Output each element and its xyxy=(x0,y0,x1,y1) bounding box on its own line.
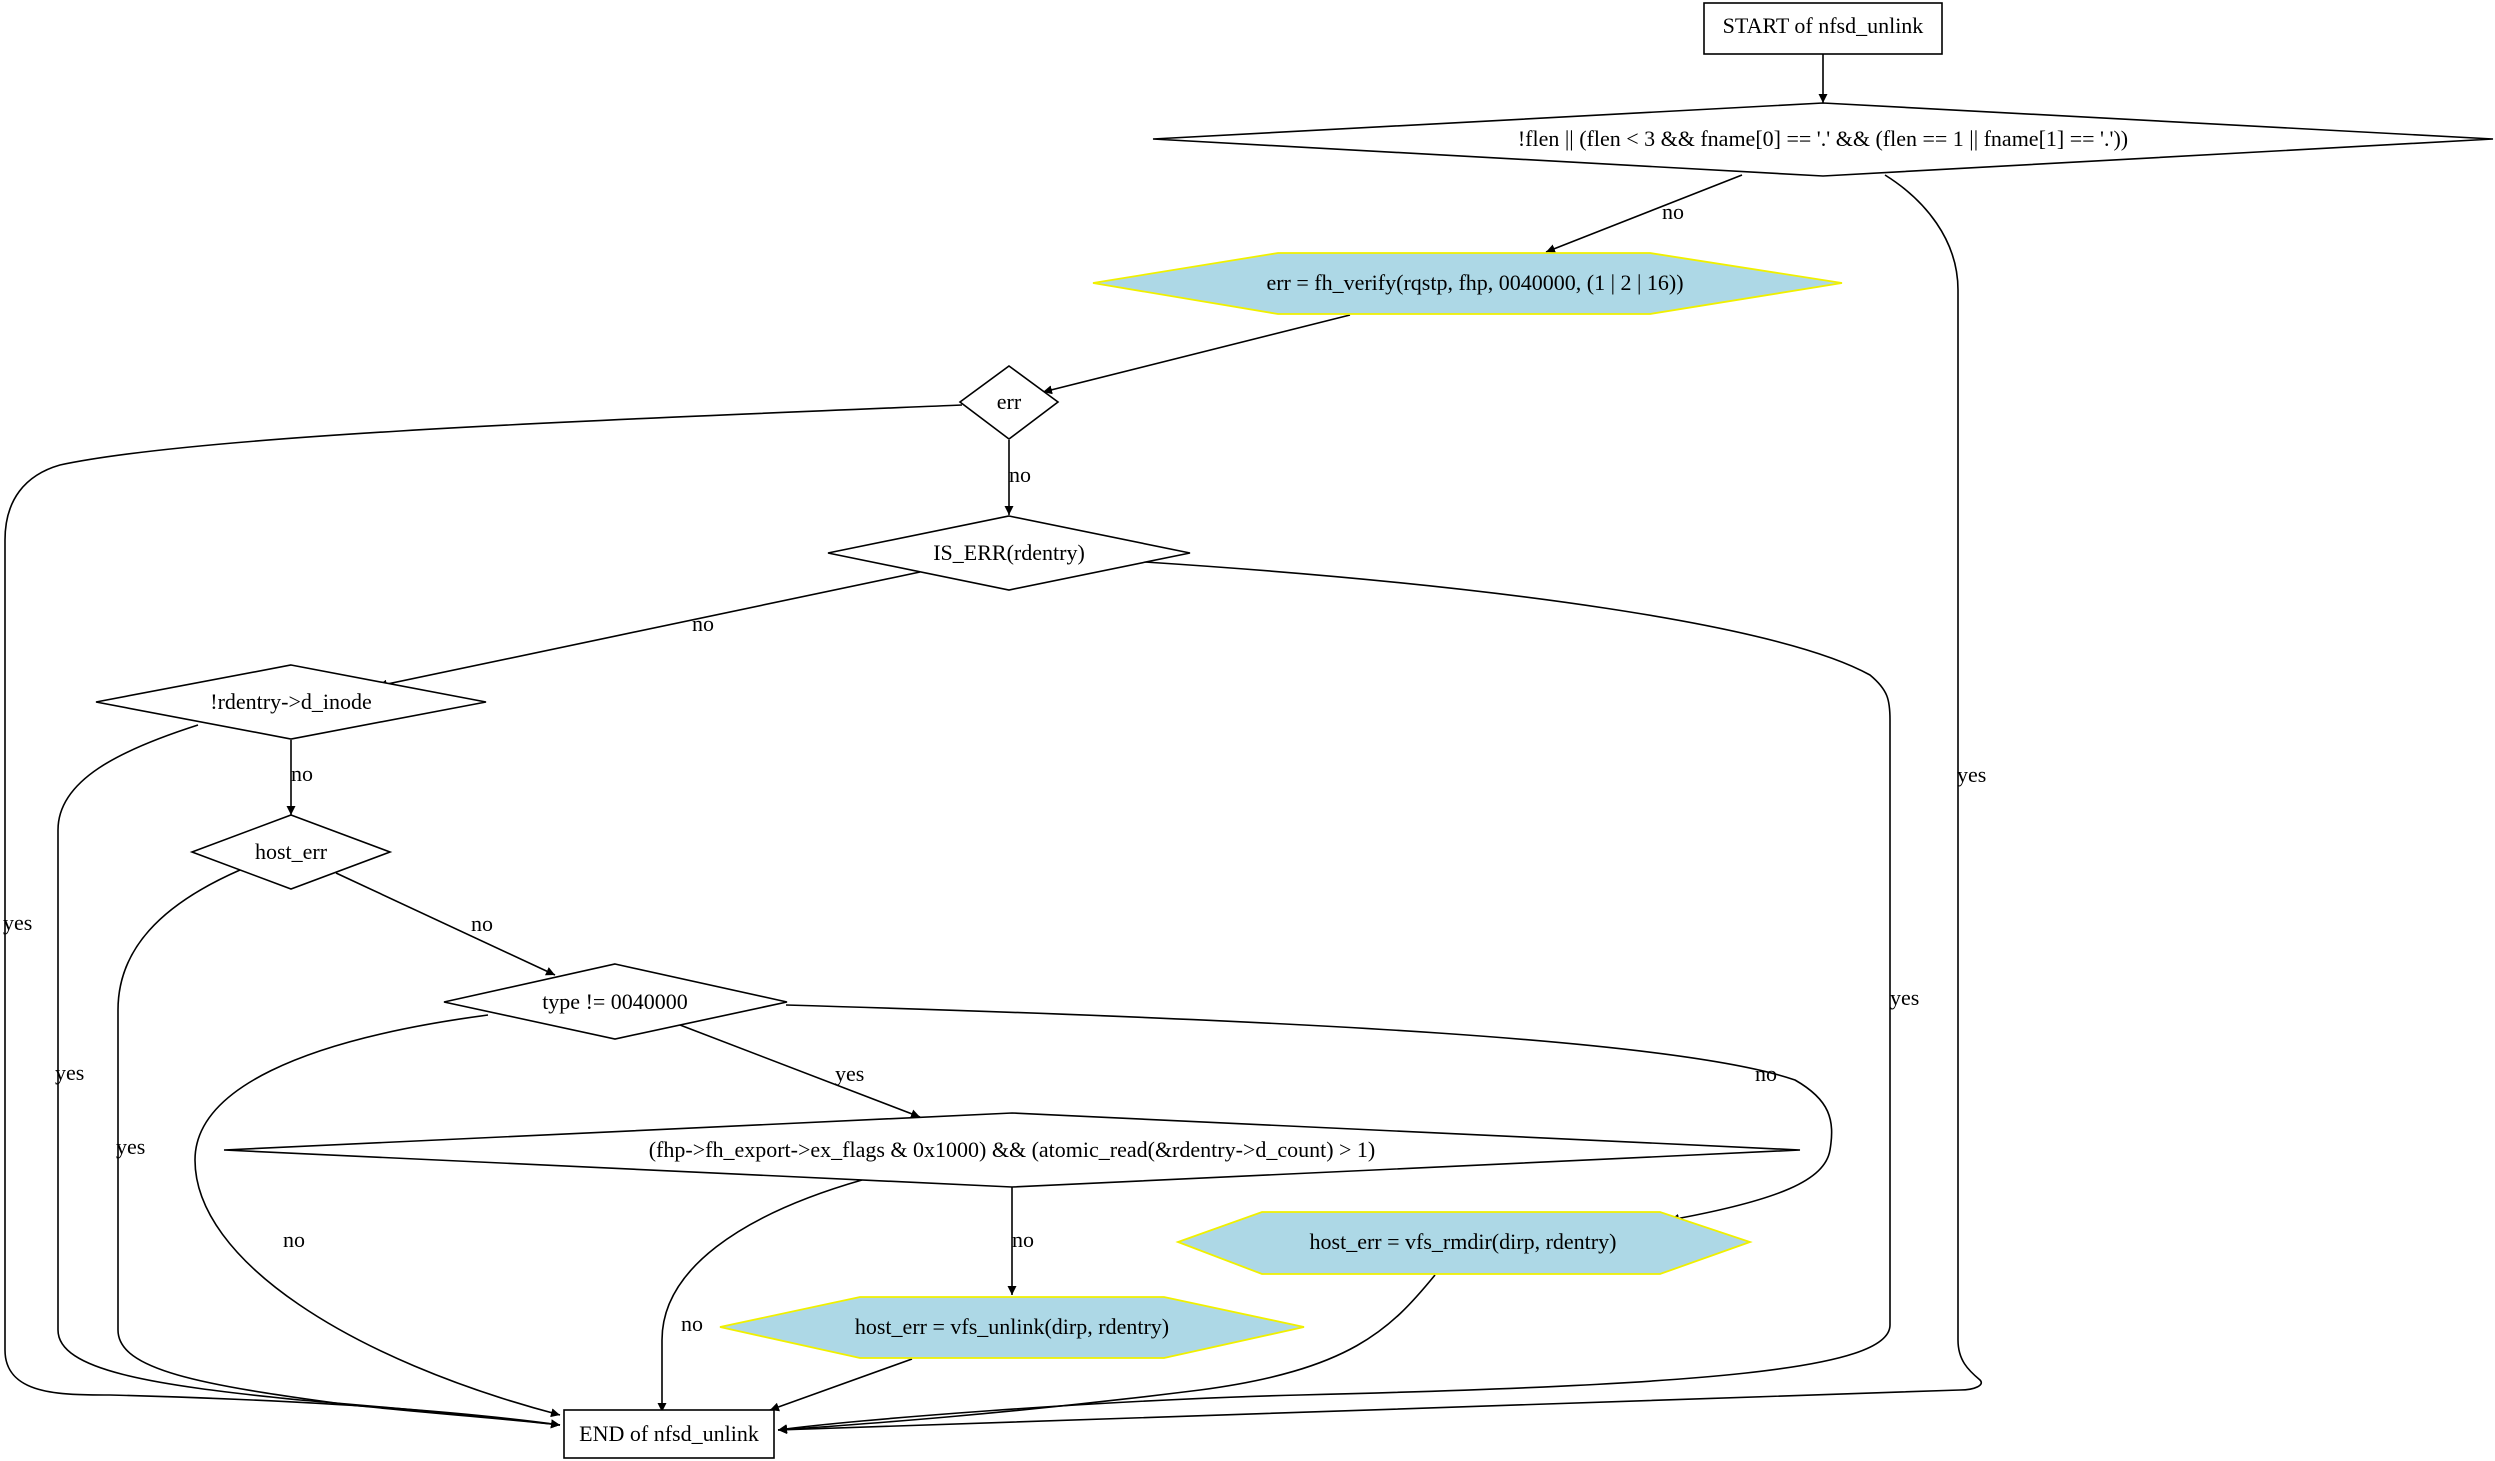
label-host-err-yes: yes xyxy=(116,1134,145,1159)
nodes: START of nfsd_unlink !flen || (flen < 3 … xyxy=(95,2,2494,1459)
node-end: END of nfsd_unlink xyxy=(563,1409,775,1459)
edge-host-err-yes-to-end xyxy=(117,869,561,1429)
node-cond-type-label: type != 0040000 xyxy=(542,989,688,1014)
edges xyxy=(4,54,1982,1435)
edge-flen-no-to-fh-verify xyxy=(1545,174,1743,253)
label-type-yes: yes xyxy=(835,1061,864,1086)
node-start: START of nfsd_unlink xyxy=(1703,2,1943,55)
node-cond-is-err-label: IS_ERR(rdentry) xyxy=(933,540,1085,565)
node-cond-host-err-label: host_err xyxy=(255,839,328,864)
edge-host-err-no-to-type xyxy=(335,872,556,976)
edge-type-no-to-rmdir xyxy=(785,1004,1833,1223)
label-type-no: no xyxy=(1755,1061,1777,1086)
node-cond-err: err xyxy=(958,365,1060,441)
edge-labels: no yes no yes no yes no yes no yes yes n… xyxy=(3,199,1986,1336)
node-cond-host-err: host_err xyxy=(189,814,393,890)
edge-rmdir-to-end xyxy=(777,1274,1436,1434)
node-vfs-unlink: host_err = vfs_unlink(dirp, rdentry) xyxy=(719,1296,1305,1359)
edge-type-yes-to-flags xyxy=(679,1024,921,1118)
label-flen-no: no xyxy=(1662,199,1684,224)
node-cond-flen: !flen || (flen < 3 && fname[0] == '.' &&… xyxy=(1152,102,2494,177)
node-fh-verify: err = fh_verify(rqstp, fhp, 0040000, (1 … xyxy=(1092,252,1843,315)
edge-is-err-no-to-d-inode xyxy=(377,571,921,689)
node-vfs-unlink-label: host_err = vfs_unlink(dirp, rdentry) xyxy=(855,1314,1169,1339)
node-cond-d-inode: !rdentry->d_inode xyxy=(95,664,487,740)
label-flags-no: no xyxy=(1012,1227,1034,1252)
fh-verify-shape xyxy=(1092,252,1843,315)
node-cond-flags-label: (fhp->fh_export->ex_flags & 0x1000) && (… xyxy=(649,1137,1376,1162)
edge-err-yes-to-end xyxy=(4,404,963,1429)
edge-type-no-to-end xyxy=(194,1014,561,1418)
edge-flags-no-to-end xyxy=(657,1179,863,1412)
node-cond-flen-label: !flen || (flen < 3 && fname[0] == '.' &&… xyxy=(1518,126,2128,151)
vfs-rmdir-shape xyxy=(1175,1211,1753,1275)
edge-d-inode-yes-to-end xyxy=(57,724,561,1429)
node-cond-d-inode-label: !rdentry->d_inode xyxy=(210,689,371,714)
node-cond-err-label: err xyxy=(997,389,1022,414)
edge-fh-verify-to-err xyxy=(1042,314,1351,395)
label-err-no: no xyxy=(1009,462,1031,487)
node-cond-flags: (fhp->fh_export->ex_flags & 0x1000) && (… xyxy=(223,1112,1801,1188)
node-vfs-rmdir-label: host_err = vfs_rmdir(dirp, rdentry) xyxy=(1310,1229,1617,1254)
node-cond-type: type != 0040000 xyxy=(443,963,788,1040)
node-end-label: END of nfsd_unlink xyxy=(579,1421,759,1446)
label-err-yes: yes xyxy=(3,910,32,935)
label-is-err-no: no xyxy=(692,611,714,636)
node-fh-verify-label: err = fh_verify(rqstp, fhp, 0040000, (1 … xyxy=(1266,270,1683,295)
label-flags-end-no: no xyxy=(681,1311,703,1336)
edge-unlink-to-end xyxy=(769,1358,913,1412)
label-is-err-yes: yes xyxy=(1890,985,1919,1010)
node-cond-is-err: IS_ERR(rdentry) xyxy=(827,515,1191,591)
label-d-inode-yes: yes xyxy=(55,1060,84,1085)
node-start-label: START of nfsd_unlink xyxy=(1723,13,1924,38)
label-flen-yes: yes xyxy=(1957,762,1986,787)
node-vfs-rmdir: host_err = vfs_rmdir(dirp, rdentry) xyxy=(1175,1211,1753,1275)
label-host-err-no: no xyxy=(471,911,493,936)
label-type-end-no: no xyxy=(283,1227,305,1252)
label-d-inode-no: no xyxy=(291,761,313,786)
vfs-unlink-shape xyxy=(719,1296,1305,1359)
